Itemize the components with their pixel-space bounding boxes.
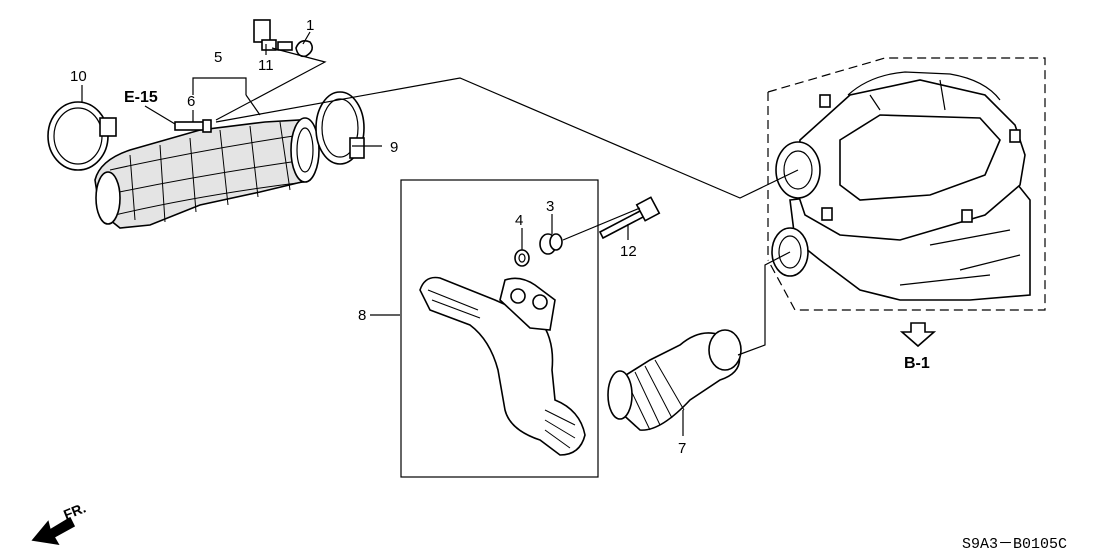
callout-7: 7 bbox=[678, 440, 686, 457]
clamp-band-10 bbox=[47, 101, 117, 171]
callout-3: 3 bbox=[546, 198, 554, 215]
leader-lines bbox=[81, 31, 799, 436]
part-6-nipple bbox=[174, 119, 212, 133]
grommet-3 bbox=[539, 233, 563, 255]
air-intake-tube bbox=[94, 117, 320, 229]
callout-10: 10 bbox=[70, 68, 87, 85]
callout-4: 4 bbox=[515, 212, 523, 229]
callout-9: 9 bbox=[390, 139, 398, 156]
resonator-8 bbox=[419, 276, 586, 456]
bolt-12 bbox=[598, 196, 661, 240]
b1-arrow-icon bbox=[899, 322, 937, 348]
reference-e15: E-15 bbox=[124, 89, 158, 106]
sensor-11 bbox=[253, 19, 293, 51]
callout-5: 5 bbox=[214, 49, 222, 66]
front-label: FR. bbox=[61, 499, 88, 522]
callout-6: 6 bbox=[187, 93, 195, 110]
callout-8: 8 bbox=[358, 307, 366, 324]
callout-1: 1 bbox=[306, 17, 314, 34]
parts-group-box bbox=[400, 179, 599, 478]
reference-b1: B-1 bbox=[904, 355, 930, 372]
washer-4 bbox=[514, 249, 530, 267]
diagram-code: S9A3－B0105C bbox=[962, 536, 1067, 553]
callout-11: 11 bbox=[258, 57, 274, 74]
intake-duct-7 bbox=[607, 329, 742, 431]
front-arrow-icon bbox=[31, 516, 76, 546]
callout-12: 12 bbox=[620, 243, 637, 260]
air-cleaner-housing bbox=[767, 57, 1046, 311]
